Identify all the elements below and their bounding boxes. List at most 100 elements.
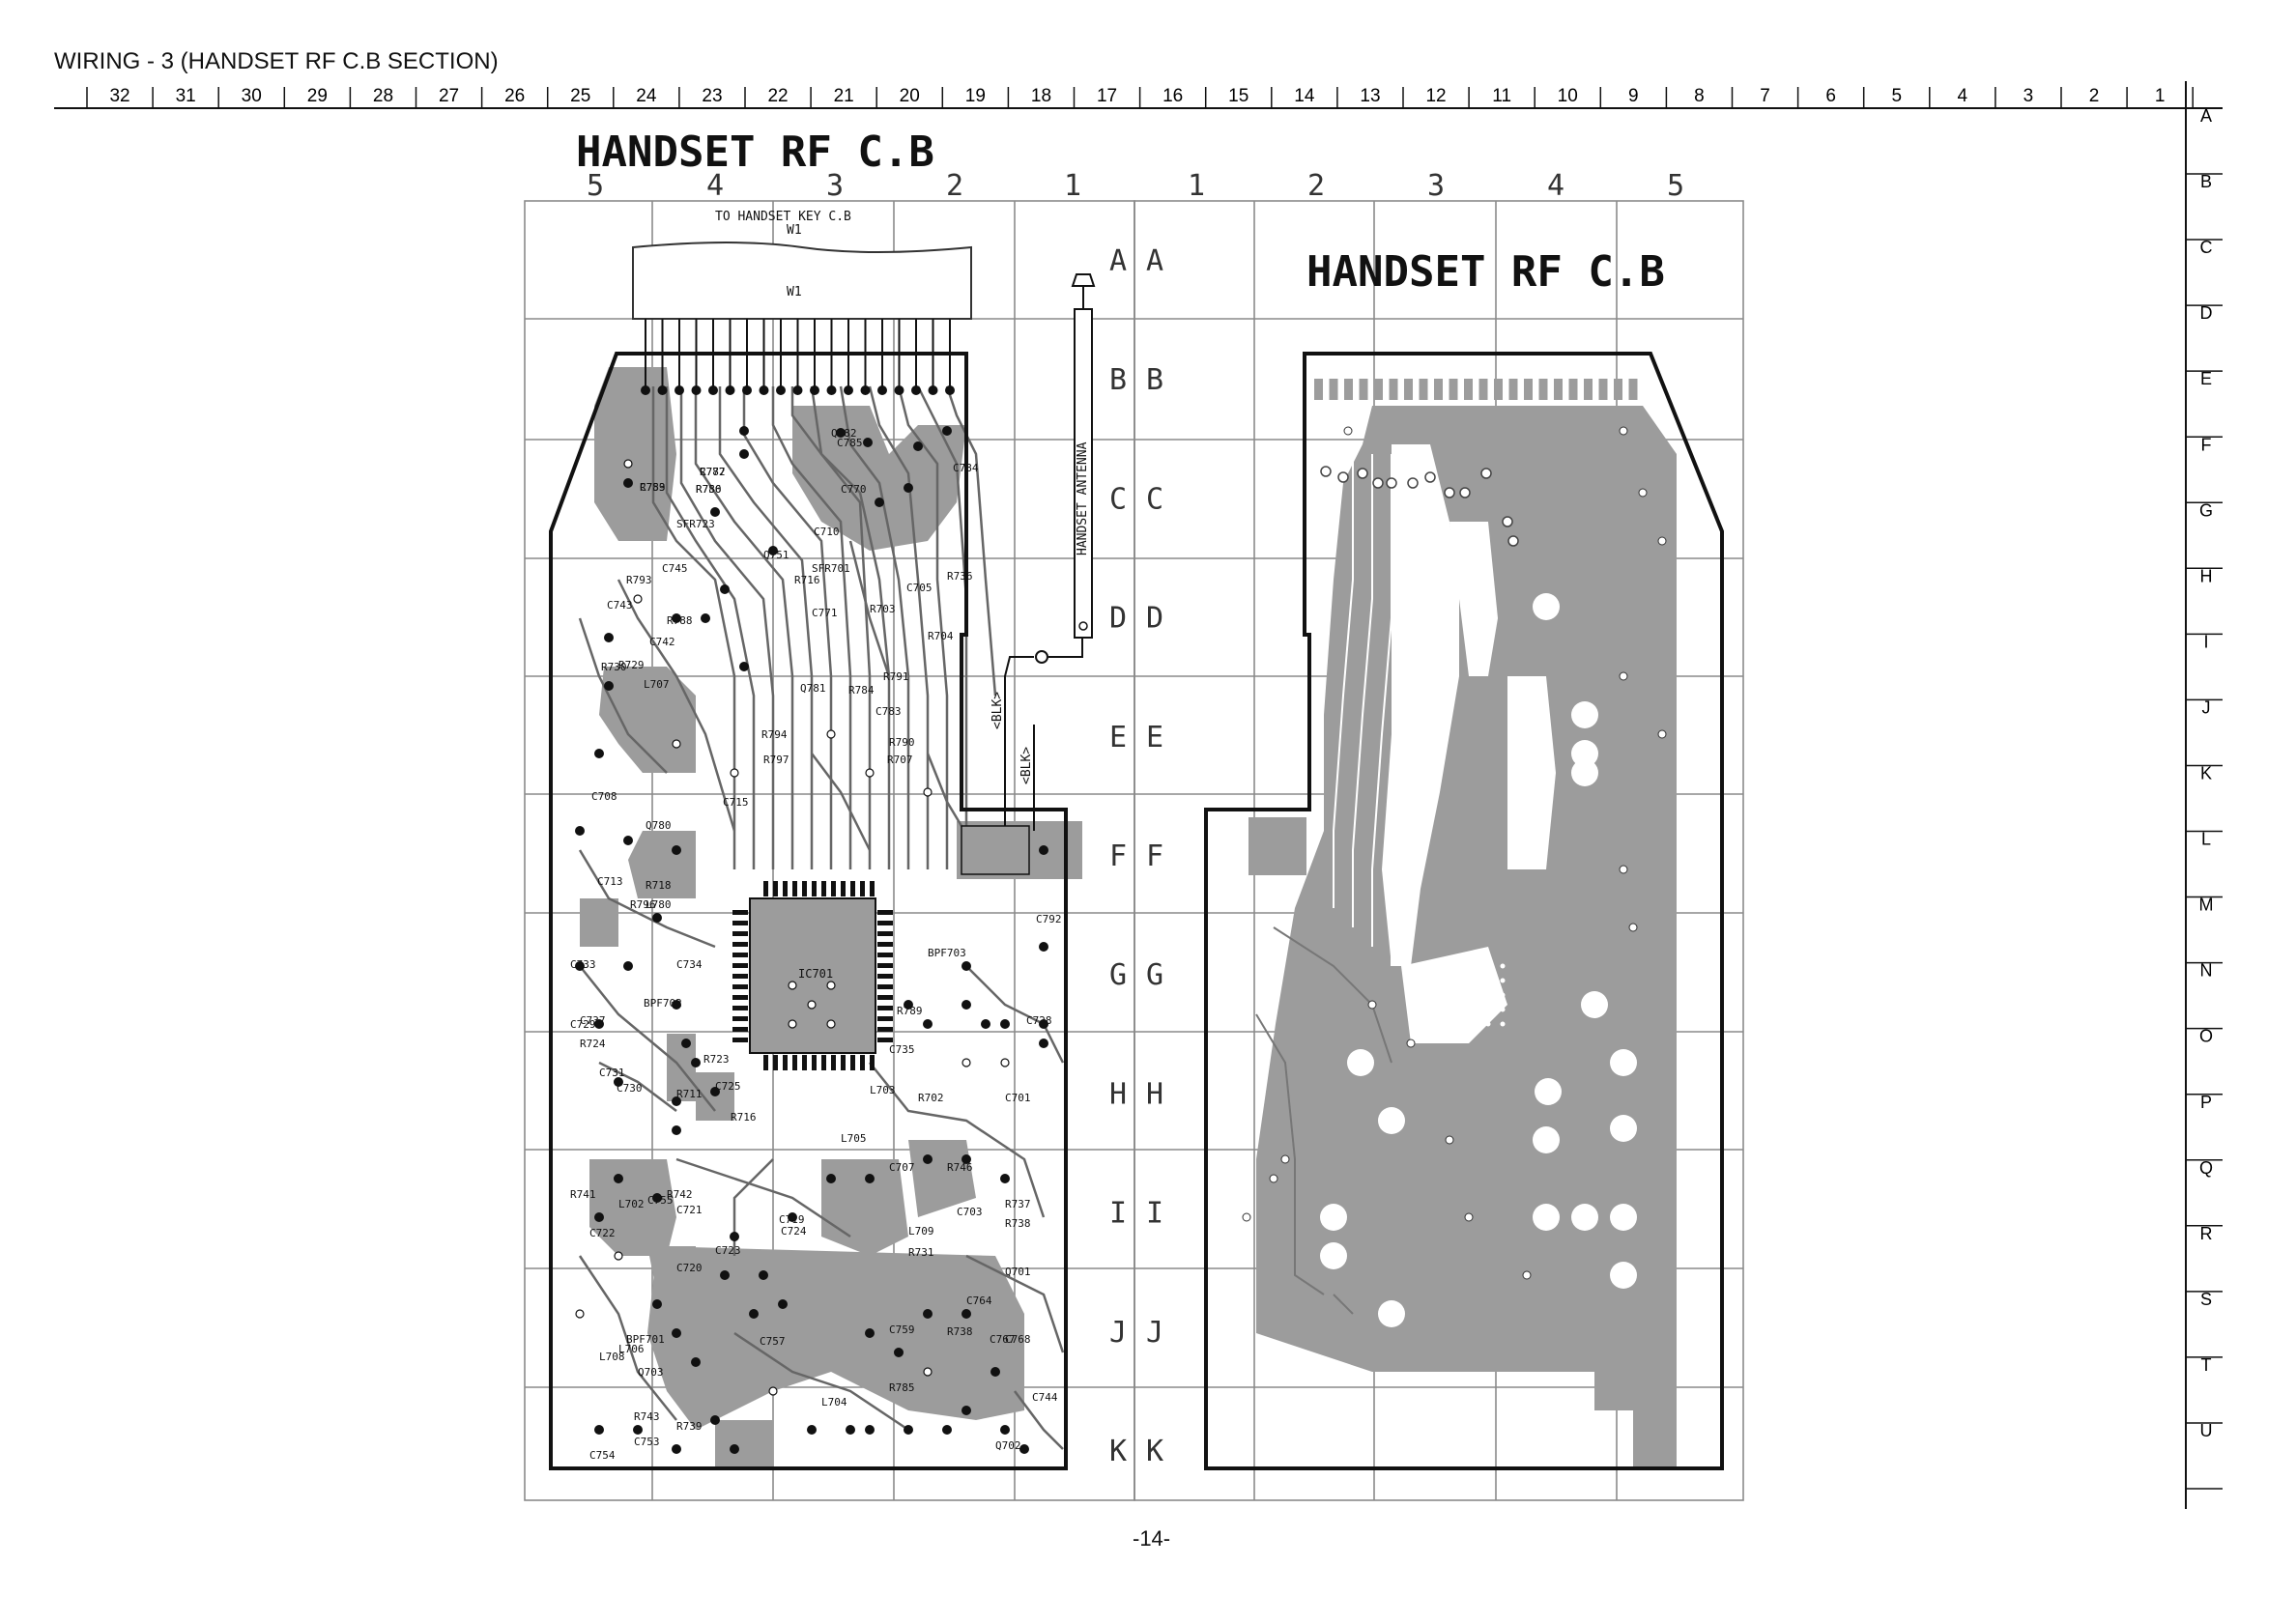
left-col-label: 2 [946, 169, 963, 203]
mounting-hole [1378, 1107, 1405, 1134]
via [826, 981, 836, 990]
mounting-hole [1535, 1078, 1562, 1105]
connector-pad [877, 385, 887, 395]
via [1619, 671, 1628, 681]
pad [961, 961, 971, 971]
pad [1039, 845, 1048, 855]
left-row-label: H [1109, 1077, 1127, 1111]
right-row-label: G [1146, 958, 1163, 992]
right-lines [1255, 926, 1392, 1315]
component-label: C720 [676, 1262, 703, 1274]
component-label: C785 [837, 437, 863, 449]
ic-pin [877, 921, 893, 925]
ic-pin [877, 1006, 893, 1010]
ruler-label: 23 [702, 86, 722, 106]
via [923, 1367, 933, 1377]
pad [1019, 1444, 1029, 1454]
side-label: A [2200, 106, 2212, 126]
component-label: R718 [646, 879, 672, 892]
right-col-label: 5 [1667, 169, 1684, 203]
pad [594, 749, 604, 758]
connector-pad [945, 385, 955, 395]
header-pad [1374, 379, 1383, 400]
ruler-label: 19 [965, 86, 986, 106]
component-label: Q701 [1005, 1266, 1031, 1278]
left-row-label: G [1109, 958, 1127, 992]
ic-pin [877, 942, 893, 947]
pad [614, 1174, 623, 1183]
pad [594, 1425, 604, 1435]
ic-pin [732, 995, 748, 1000]
component-label: L705 [841, 1132, 867, 1145]
page-title: WIRING - 3 (HANDSET RF C.B SECTION) [54, 48, 499, 74]
header-pad [1464, 379, 1473, 400]
side-label: K [2200, 764, 2212, 783]
pad [1039, 942, 1048, 952]
pad [710, 1087, 720, 1096]
pad [778, 1299, 788, 1309]
left-copper [580, 367, 1082, 1468]
via [1424, 471, 1436, 483]
via [807, 1000, 817, 1010]
ic-pin [860, 1055, 865, 1070]
ic-pin [792, 1055, 797, 1070]
header-pad [1404, 379, 1413, 400]
side-label: R [2200, 1224, 2213, 1243]
component-label: R797 [763, 754, 789, 766]
via [1485, 978, 1491, 983]
via [788, 1019, 797, 1029]
via [1502, 516, 1513, 527]
via [1485, 1021, 1491, 1027]
ruler-label: 17 [1097, 86, 1117, 106]
right-row-label: J [1146, 1316, 1163, 1350]
ic-pin [732, 931, 748, 936]
via [1386, 477, 1397, 489]
connector-pad [826, 385, 837, 395]
ic-pin [732, 953, 748, 957]
component-label: C705 [906, 582, 933, 594]
ruler-label: 22 [767, 86, 788, 106]
component-label: Q781 [800, 682, 826, 695]
via [1459, 487, 1471, 498]
component-label: L707 [644, 678, 670, 691]
via [1445, 1135, 1454, 1145]
ic-pin [792, 881, 797, 896]
ic-pin [732, 1027, 748, 1032]
component-label: R750 [696, 483, 722, 496]
pad [836, 428, 846, 438]
ic-pin [783, 1055, 788, 1070]
ruler-label: 8 [1694, 86, 1705, 106]
ic-pin [870, 1055, 875, 1070]
via [961, 1058, 971, 1067]
ic-pin [877, 1016, 893, 1021]
side-label: M [2199, 896, 2214, 915]
via [1320, 466, 1332, 477]
component-label: R707 [887, 754, 913, 766]
component-label: C745 [662, 562, 688, 575]
side-label: N [2200, 961, 2213, 981]
ic701-label: IC701 [798, 967, 833, 981]
pad [904, 483, 913, 493]
pad [875, 498, 884, 507]
component-label: R723 [703, 1053, 730, 1066]
ic-pin [877, 931, 893, 936]
via [1407, 477, 1419, 489]
component-label: C764 [966, 1295, 992, 1307]
component-label: C730 [617, 1082, 643, 1095]
ic-pin [802, 881, 807, 896]
left-row-label: E [1109, 721, 1127, 754]
ruler-label: 27 [439, 86, 459, 106]
ic-pin [877, 995, 893, 1000]
component-label: R785 [889, 1381, 915, 1394]
header-pad [1598, 379, 1608, 400]
pad [652, 913, 662, 923]
component-label: C772 [700, 466, 726, 478]
side-label: E [2200, 369, 2212, 388]
header-pad [1628, 379, 1638, 400]
ruler-label: 30 [242, 86, 262, 106]
component-label: C715 [723, 796, 749, 809]
ic-pin [773, 1055, 778, 1070]
component-label: SFR701 [812, 562, 850, 575]
